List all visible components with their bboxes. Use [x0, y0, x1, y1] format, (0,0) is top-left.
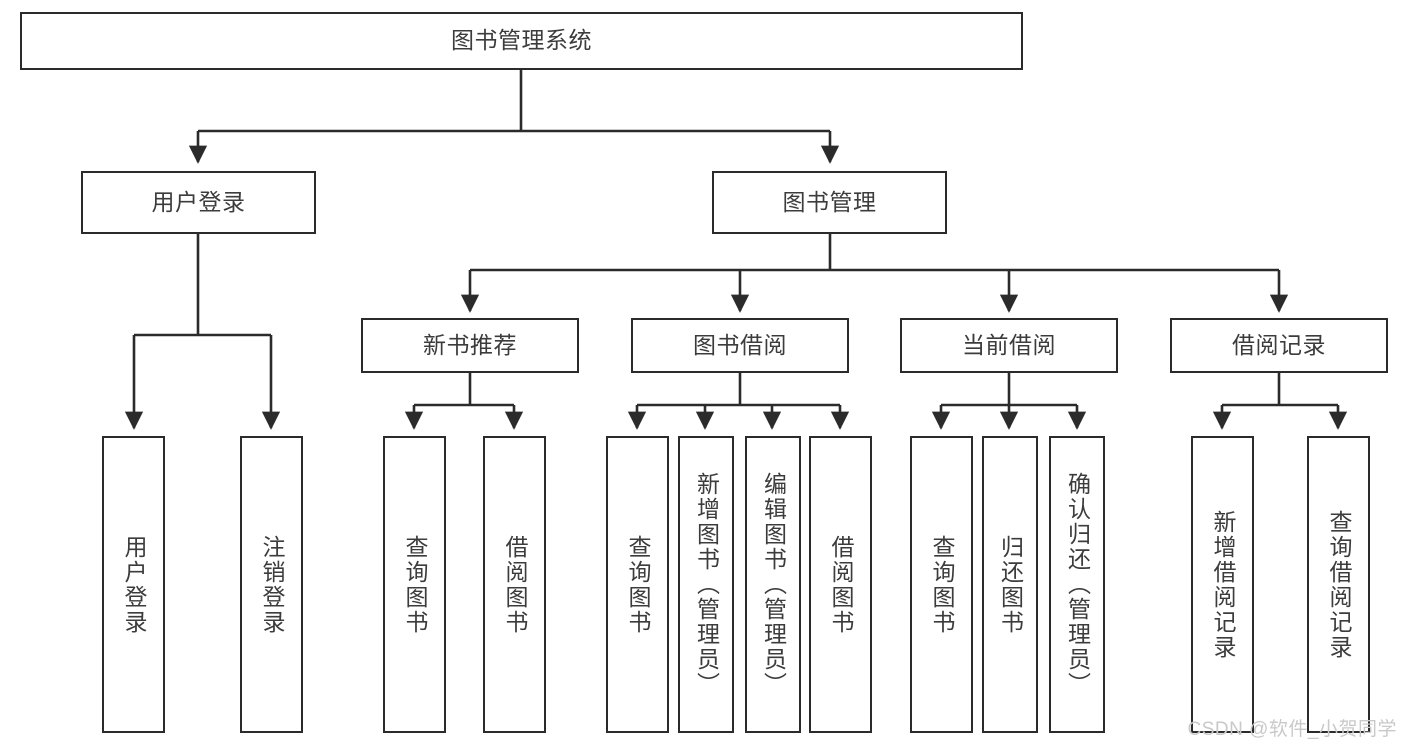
node-leaf-add-book[interactable]: 新增图书（管理员）	[678, 436, 734, 733]
node-leaf-edit-book-label: 编辑图书（管理员）	[760, 472, 787, 697]
node-leaf-user-logout-label: 注销登录	[259, 534, 285, 635]
node-leaf-confirm-return-label: 确认归还（管理员）	[1064, 472, 1091, 697]
node-borrow-record-label: 借阅记录	[1232, 331, 1326, 358]
node-root[interactable]: 图书管理系统	[20, 12, 1023, 70]
node-leaf-query-record-label: 查询借阅记录	[1326, 509, 1352, 660]
node-leaf-edit-book[interactable]: 编辑图书（管理员）	[745, 436, 801, 733]
node-book-borrow-label: 图书借阅	[693, 331, 787, 358]
node-user-login[interactable]: 用户登录	[81, 171, 316, 234]
node-leaf-add-book-label: 新增图书（管理员）	[693, 472, 720, 697]
node-book-manage[interactable]: 图书管理	[712, 171, 947, 234]
node-borrow-record[interactable]: 借阅记录	[1170, 318, 1388, 373]
node-leaf-confirm-return[interactable]: 确认归还（管理员）	[1049, 436, 1105, 733]
node-leaf-query-book-1-label: 查询图书	[402, 534, 428, 635]
node-leaf-query-book-3-label: 查询图书	[929, 534, 955, 635]
node-leaf-user-logout[interactable]: 注销登录	[240, 436, 303, 733]
node-leaf-borrow-book-1[interactable]: 借阅图书	[483, 436, 546, 733]
node-leaf-borrow-book-1-label: 借阅图书	[502, 534, 528, 635]
node-leaf-user-login-label: 用户登录	[121, 534, 147, 635]
node-new-book-recommend[interactable]: 新书推荐	[361, 318, 579, 373]
node-leaf-query-book-2-label: 查询图书	[625, 534, 651, 635]
node-book-manage-label: 图书管理	[782, 188, 877, 215]
node-leaf-return-book-label: 归还图书	[997, 534, 1024, 635]
node-new-book-recommend-label: 新书推荐	[423, 331, 517, 358]
node-leaf-query-book-2[interactable]: 查询图书	[606, 436, 669, 733]
node-leaf-borrow-book-2-label: 借阅图书	[828, 534, 854, 635]
node-current-borrow-label: 当前借阅	[962, 331, 1056, 358]
node-book-borrow[interactable]: 图书借阅	[631, 318, 849, 373]
node-leaf-query-book-1[interactable]: 查询图书	[383, 436, 446, 733]
node-leaf-add-record-label: 新增借阅记录	[1210, 509, 1236, 660]
node-leaf-return-book[interactable]: 归还图书	[982, 436, 1038, 733]
node-leaf-borrow-book-2[interactable]: 借阅图书	[809, 436, 872, 733]
node-leaf-query-record[interactable]: 查询借阅记录	[1307, 436, 1370, 733]
node-leaf-user-login[interactable]: 用户登录	[102, 436, 165, 733]
node-current-borrow[interactable]: 当前借阅	[900, 318, 1118, 373]
node-leaf-query-book-3[interactable]: 查询图书	[910, 436, 973, 733]
node-leaf-add-record[interactable]: 新增借阅记录	[1191, 436, 1254, 733]
csdn-watermark: CSDN @软件_小贺同学	[1187, 719, 1397, 740]
node-root-label: 图书管理系统	[451, 27, 592, 54]
node-user-login-label: 用户登录	[151, 188, 246, 215]
